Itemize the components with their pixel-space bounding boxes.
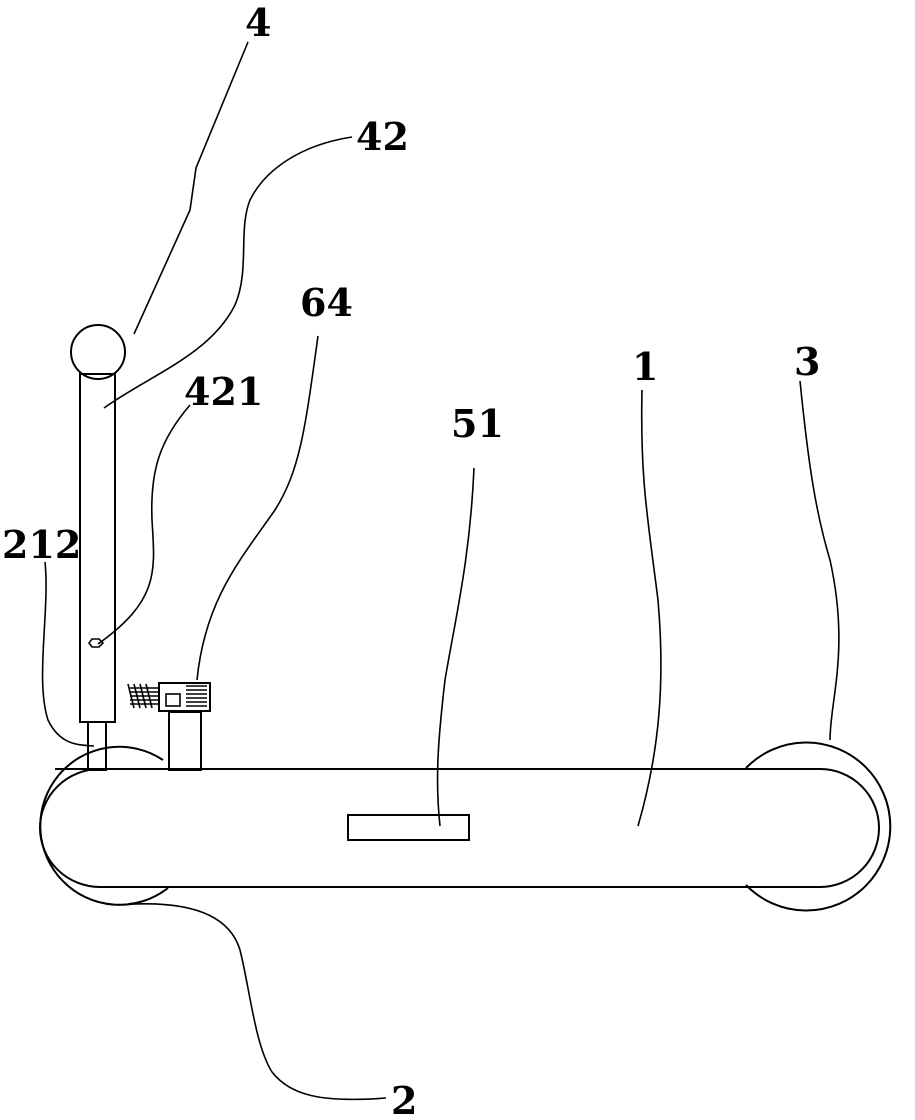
- label-212: 212: [2, 522, 81, 567]
- deck-body: [40, 769, 879, 887]
- label-2: 2: [391, 1078, 417, 1120]
- front-wheel: [746, 743, 890, 911]
- hex-bolt-icon: [89, 639, 103, 647]
- label-4: 4: [245, 0, 271, 45]
- deck-display-panel: [348, 815, 469, 840]
- lock-mechanism: [128, 683, 210, 770]
- handle-grip-ball: [71, 325, 125, 379]
- reference-labels: 4 42 64 421 1 3 51 212 2: [2, 0, 820, 1120]
- label-64: 64: [300, 280, 353, 325]
- label-42: 42: [356, 114, 409, 159]
- label-51: 51: [451, 401, 504, 446]
- label-1: 1: [632, 344, 658, 389]
- label-3: 3: [794, 339, 820, 384]
- leader-lines: [43, 42, 839, 1099]
- label-421: 421: [184, 369, 263, 414]
